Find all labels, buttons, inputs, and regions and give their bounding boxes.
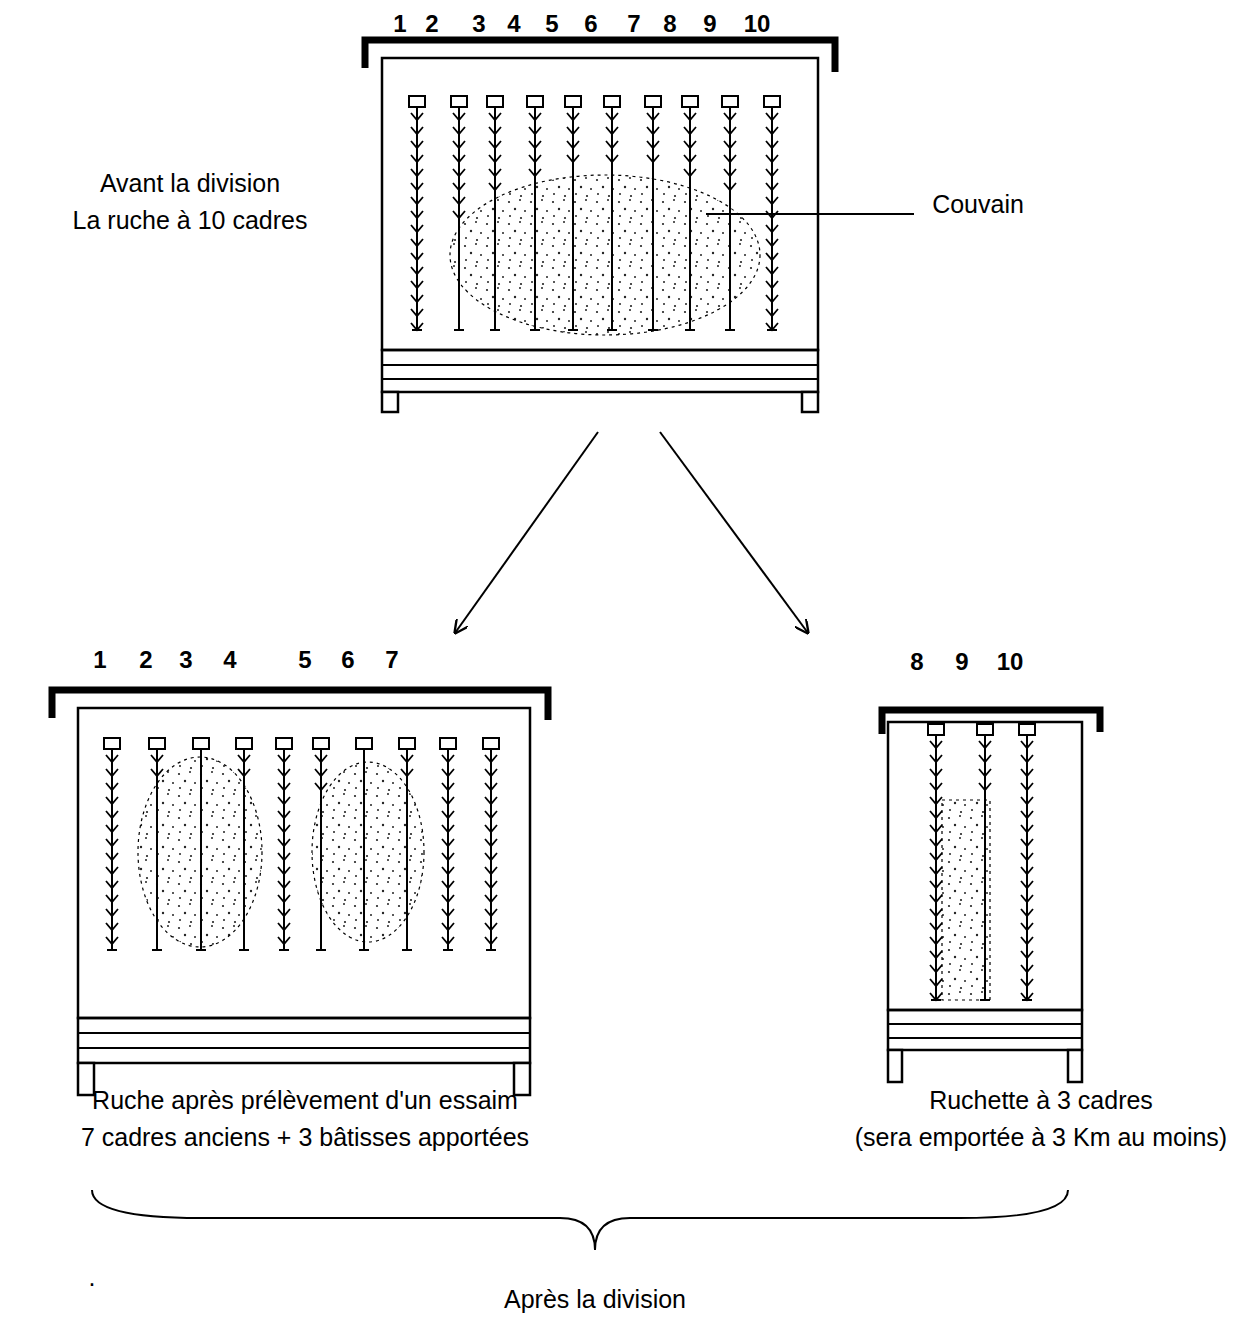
leader-line: [706, 213, 914, 215]
caption-line: (sera emportée à 3 Km au moins): [836, 1119, 1246, 1156]
caption-line: 7 cadres anciens + 3 bâtisses apportées: [10, 1119, 600, 1156]
frame-number: 6: [341, 648, 354, 672]
frame-number: 10: [744, 12, 771, 36]
frame-number: 8: [663, 12, 676, 36]
caption-line: Avant la division: [30, 165, 350, 202]
brace: [92, 1190, 1068, 1250]
frame-number: 9: [955, 650, 968, 674]
hive-body: [52, 690, 548, 1095]
brood-area: [450, 175, 760, 335]
frame-number: 4: [507, 12, 520, 36]
caption-line: Ruche après prélèvement d'un essaim: [10, 1082, 600, 1119]
frame-number: 1: [93, 648, 106, 672]
frame-number: 8: [910, 650, 923, 674]
stray-mark: .: [89, 1265, 96, 1290]
frame-number: 7: [627, 12, 640, 36]
hive-caption: Ruche après prélèvement d'un essaim7 cad…: [10, 1082, 600, 1156]
frame-number: 1: [393, 12, 406, 36]
hive-caption: Avant la divisionLa ruche à 10 cadres: [30, 165, 350, 239]
division-arrow: [455, 432, 598, 633]
frame-number: 4: [223, 648, 236, 672]
caption-line: Ruchette à 3 cadres: [836, 1082, 1246, 1119]
frame-number: 2: [139, 648, 152, 672]
hive-node: Ruche après prélèvement d'un essaim7 cad…: [20, 635, 590, 1160]
frame-number: 10: [997, 650, 1024, 674]
hive-node: Ruchette à 3 cadres(sera emportée à 3 Km…: [790, 635, 1250, 1160]
hive-node: Avant la divisionLa ruche à 10 cadres: [30, 30, 820, 430]
frame-number: 3: [179, 648, 192, 672]
caption-line: La ruche à 10 cadres: [30, 202, 350, 239]
frame-number: 9: [703, 12, 716, 36]
frame-number: 3: [472, 12, 485, 36]
section-label: Après la division: [504, 1287, 686, 1312]
hive-body: [365, 40, 835, 412]
brood-area: [942, 800, 990, 1000]
division-arrow: [660, 432, 808, 633]
frame-number: 7: [385, 648, 398, 672]
hive-body: [882, 710, 1100, 1082]
frame-number: 5: [545, 12, 558, 36]
frame-number: 6: [584, 12, 597, 36]
frame-number: 5: [298, 648, 311, 672]
hive-caption: Ruchette à 3 cadres(sera emportée à 3 Km…: [836, 1082, 1246, 1156]
brood-label: Couvain: [932, 192, 1024, 217]
frame-number: 2: [425, 12, 438, 36]
